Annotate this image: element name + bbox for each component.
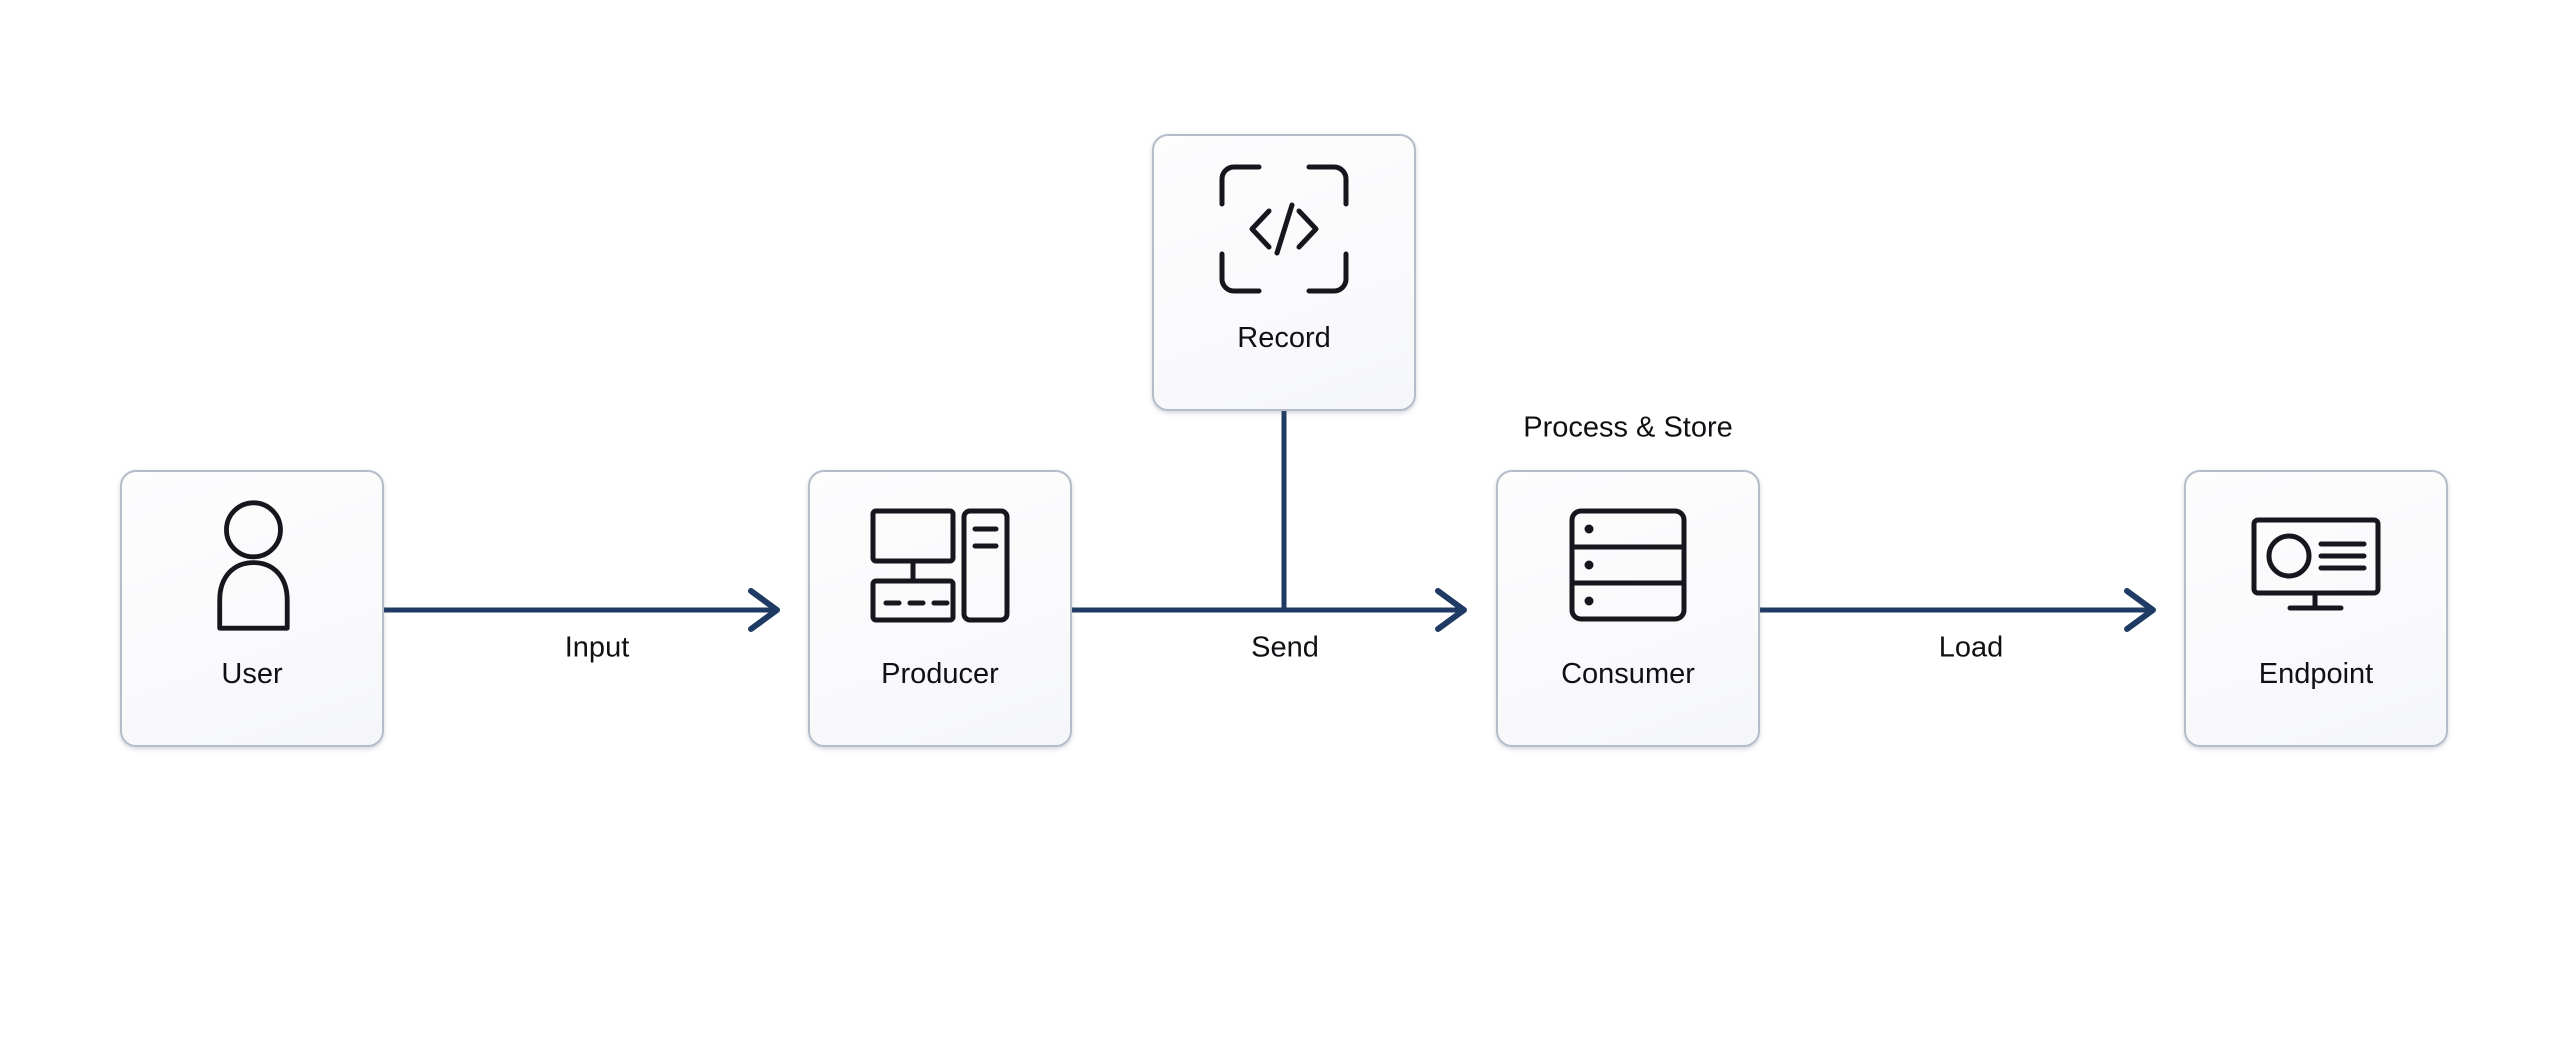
edge-label-load: Load: [1938, 631, 2004, 664]
monitor-display-icon: [2186, 472, 2446, 658]
code-brackets-icon: [1154, 136, 1414, 322]
node-consumer[interactable]: Consumer: [1496, 470, 1760, 747]
workstation-icon: [810, 472, 1070, 658]
arrowhead-icon: [1435, 588, 1467, 632]
node-user[interactable]: User: [120, 470, 384, 747]
arrowhead-icon: [748, 588, 780, 632]
server-stack-icon: [1498, 472, 1758, 658]
node-record[interactable]: Record: [1152, 134, 1416, 411]
person-icon: [122, 472, 382, 658]
node-label: Producer: [881, 658, 999, 690]
edge-label-send: Send: [1251, 631, 1319, 664]
node-label: Record: [1237, 322, 1331, 354]
node-endpoint[interactable]: Endpoint: [2184, 470, 2448, 747]
node-producer[interactable]: Producer: [808, 470, 1072, 747]
consumer-annotation: Process & Store: [1523, 411, 1733, 444]
node-label: Consumer: [1561, 658, 1695, 690]
arrowhead-icon: [2124, 588, 2156, 632]
edge-label-input: Input: [564, 631, 630, 664]
node-label: Endpoint: [2258, 658, 2374, 690]
node-label: User: [221, 658, 283, 690]
